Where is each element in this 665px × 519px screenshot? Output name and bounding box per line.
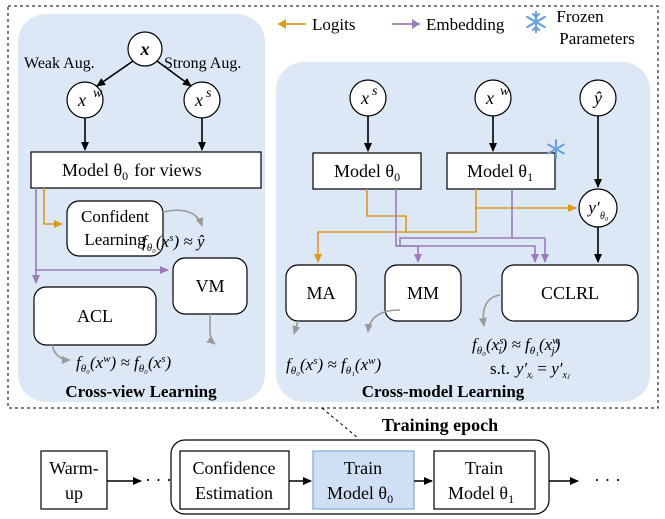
confident-line1: Confident (81, 207, 149, 226)
epoch-container (170, 439, 550, 515)
train1-line1: Train (465, 458, 503, 478)
warmup-line1: Warm- (49, 458, 99, 478)
embedding-model0-to-cclrl (396, 245, 539, 263)
node-xs-right-sup: s (372, 84, 378, 99)
model0-box (312, 152, 422, 190)
ma-box (285, 264, 357, 322)
model1-box (446, 152, 556, 190)
train-model0-box (312, 450, 415, 510)
train1-line2: Model θ1 (448, 483, 514, 506)
dots-right: · · · (594, 470, 621, 490)
grey-mm-to-eq (364, 309, 401, 333)
legend-logits-label: Logits (312, 15, 355, 34)
legend-frozen-line1: Frozen (556, 7, 604, 26)
confidence-line1: Confidence (193, 458, 276, 478)
node-yhat-label: ŷ (592, 88, 602, 108)
logits-to-confident (43, 188, 63, 228)
cross-model-learning: x s x w ŷ Model θ0 Model θ1 y′ θ₀ (285, 79, 639, 401)
node-xs-left-sup: s (206, 86, 212, 101)
train0-line1: Train (344, 458, 382, 478)
legend-logits-arrowhead (278, 19, 286, 29)
grey-cclrl-to-eq (478, 294, 501, 327)
weak-aug-label: Weak Aug. (24, 55, 95, 72)
grey-ma-to-eq (292, 320, 301, 335)
cross-view-title: Cross-view Learning (65, 382, 217, 401)
node-x (127, 31, 163, 67)
confident-line2: Learning (84, 230, 146, 249)
logits-model0-to-ma (314, 189, 407, 263)
legend-embedding-arrowhead (412, 19, 420, 29)
node-ytheta-sub: θ₀ (600, 211, 609, 222)
confidence-box (179, 450, 290, 510)
node-xw-right-label: x (485, 88, 494, 108)
node-xw-right-sup: w (500, 84, 510, 99)
legend: Logits Embedding Frozen Parameters (278, 7, 635, 48)
warmup-box (40, 450, 108, 510)
node-xw-left-sup: w (93, 86, 103, 101)
snowflake-icon (547, 139, 565, 159)
confidence-line2: Estimation (195, 483, 273, 503)
node-xs-left-label: x (194, 90, 203, 110)
train-model1-box (433, 450, 536, 510)
dashed-frame (7, 5, 659, 409)
cross-model-title: Cross-model Learning (362, 382, 525, 401)
eq-confident: fθ₀(xs) ≈ ŷ (142, 232, 205, 254)
vm-label: VM (195, 276, 224, 296)
dots-left: · · · (145, 470, 172, 490)
node-xs-right-label: x (360, 88, 369, 108)
train0-line2: Model θ0 (327, 483, 393, 506)
cross-view-learning: Weak Aug. Strong Aug. x x w x s Model θ0… (24, 31, 262, 401)
arrow-x-to-xw (96, 60, 134, 87)
legend-embedding-label: Embedding (426, 15, 505, 34)
snowflake-icon (526, 10, 546, 34)
node-ytheta-label: y′ (586, 198, 600, 217)
grey-confident-to-eq (162, 209, 204, 227)
training-epoch-label: Training epoch (382, 415, 498, 435)
strong-aug-label: Strong Aug. (164, 55, 241, 72)
eq-consistency: fθ₀(xw) ≈ fθ₀(xs) (76, 353, 171, 375)
mm-box (384, 264, 462, 322)
model0-label: Model θ0 (334, 161, 400, 184)
eq-st: s.t.y′xᵢ = y′xⱼ (490, 359, 570, 381)
cclrl-box (501, 264, 639, 322)
grey-acl-to-eq (51, 344, 71, 364)
node-xw-left-label: x (77, 90, 86, 110)
logits-model1-to-ma (406, 208, 477, 233)
arrow-x-to-xs (156, 60, 192, 87)
mm-label: MM (407, 283, 439, 303)
acl-box (33, 286, 157, 346)
training-pipeline: Training epoch Warm- up · · · Confidence… (40, 407, 621, 515)
warmup-line2: up (65, 483, 83, 503)
acl-label: ACL (77, 306, 113, 326)
model-views-box (30, 151, 262, 189)
ma-label: MA (306, 283, 335, 303)
cclrl-label: CCLRL (541, 283, 599, 303)
node-x-label: x (140, 39, 150, 59)
legend-frozen-line2: Parameters (559, 29, 635, 48)
model1-label: Model θ1 (467, 161, 533, 184)
embedding-model1-to-mm (399, 189, 513, 246)
confident-learning-box (66, 200, 164, 257)
grey-vm-to-eq (206, 314, 216, 345)
eq-model-agreement: fθ₀(xs) ≈ fθ₁(xw) (286, 355, 381, 377)
zoom-line-left (321, 407, 359, 439)
